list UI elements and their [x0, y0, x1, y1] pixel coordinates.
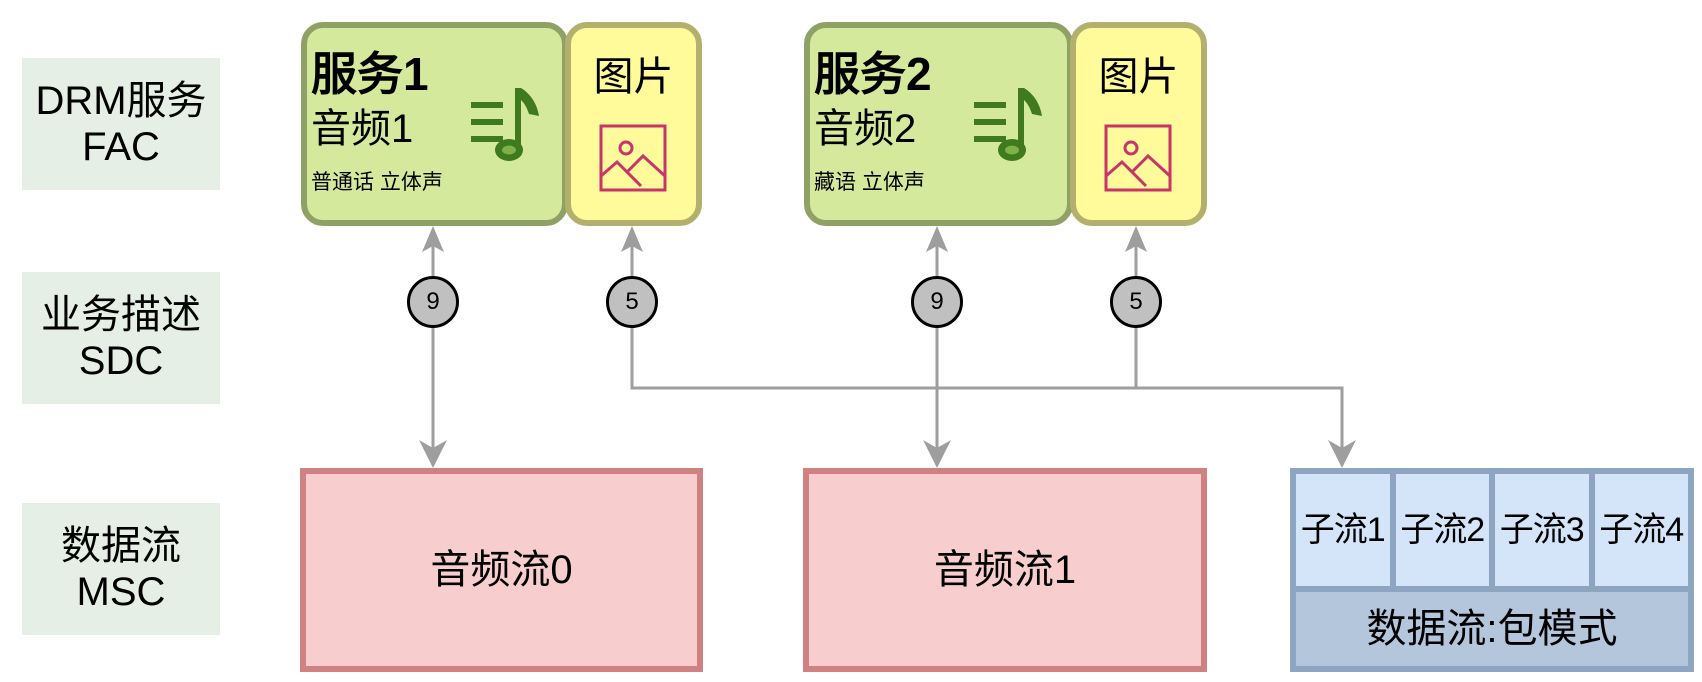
arrowhead-up-image2 [1125, 226, 1147, 252]
count-badge-service2-image: 5 [1110, 276, 1162, 328]
arrowhead-up-service2 [926, 226, 948, 252]
service-box-2[interactable]: 服务2 音频2 藏语 立体声 [804, 22, 1073, 226]
audio-stream-1[interactable]: 音频流1 [803, 468, 1207, 672]
arrowhead-down-packet [1328, 440, 1356, 468]
substream-list: 子流1 子流2 子流3 子流4 [1296, 474, 1688, 586]
image-title: 图片 [593, 55, 674, 99]
packet-mode-stream[interactable]: 子流1 子流2 子流3 子流4 数据流:包模式 [1290, 468, 1694, 672]
arrowhead-down-audio0 [419, 440, 447, 468]
arrowhead-up-service1 [422, 226, 444, 252]
row-label-abbr: SDC [78, 339, 164, 383]
music-note-icon [974, 88, 1042, 161]
substream-4[interactable]: 子流4 [1594, 474, 1688, 586]
service-language: 普通话 立体声 [311, 171, 443, 194]
row-label-title: 业务描述 [41, 293, 201, 337]
row-label-abbr: FAC [82, 125, 160, 169]
image-title: 图片 [1098, 55, 1179, 99]
picture-icon [599, 124, 667, 192]
substream-3[interactable]: 子流3 [1495, 474, 1589, 586]
count-badge-service1-audio: 9 [407, 276, 459, 328]
service-title: 服务2 [814, 48, 932, 100]
image-box-1[interactable]: 图片 [565, 22, 702, 226]
row-label-abbr: MSC [76, 570, 166, 614]
count-badge-service2-audio: 9 [911, 276, 963, 328]
packet-stream-label: 数据流:包模式 [1296, 592, 1688, 666]
service-language: 藏语 立体声 [814, 171, 925, 194]
arrowhead-up-image1 [621, 226, 643, 252]
arrowhead-down-audio1 [923, 440, 951, 468]
picture-icon [1104, 124, 1172, 192]
service-audio: 音频1 [311, 107, 414, 151]
service-title: 服务1 [311, 48, 429, 100]
service-box-1[interactable]: 服务1 音频1 普通话 立体声 [301, 22, 568, 226]
connector-packet-bus [630, 328, 1344, 452]
row-label-title: 数据流 [61, 524, 181, 568]
music-note-icon [471, 88, 539, 161]
image-box-2[interactable]: 图片 [1070, 22, 1207, 226]
substream-2[interactable]: 子流2 [1395, 474, 1489, 586]
count-badge-service1-image: 5 [606, 276, 658, 328]
service-audio: 音频2 [814, 107, 917, 151]
audio-stream-0[interactable]: 音频流0 [300, 468, 703, 672]
row-label-fac: DRM服务 FAC [22, 58, 220, 190]
substream-1[interactable]: 子流1 [1296, 474, 1390, 586]
row-label-sdc: 业务描述 SDC [22, 272, 220, 404]
row-label-title: DRM服务 [35, 79, 207, 123]
row-label-msc: 数据流 MSC [22, 503, 220, 635]
